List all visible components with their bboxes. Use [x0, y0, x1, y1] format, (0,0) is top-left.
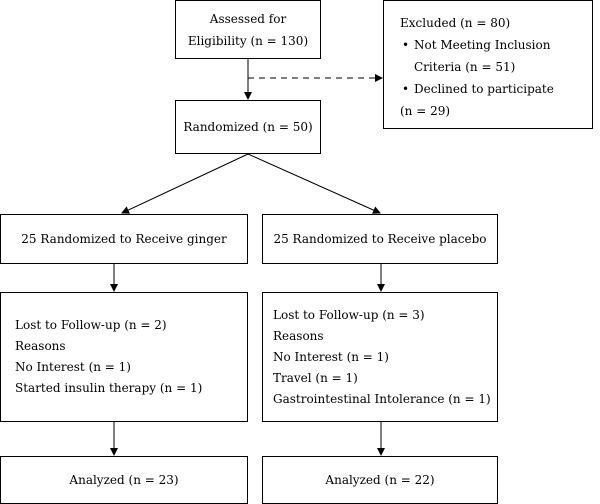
assessed-line1: Assessed for — [209, 11, 287, 26]
placebo-analyzed-label: Analyzed (n = 22) — [325, 473, 435, 487]
randomized-box: Randomized (n = 50) — [175, 100, 321, 154]
assessed-box: Assessed for Eligibility (n = 130) — [175, 0, 321, 59]
randomized-label: Randomized (n = 50) — [183, 120, 313, 134]
placebo-followup-line: Lost to Follow-up (n = 3) — [273, 307, 425, 322]
excluded-bullet-2: Declined to participate — [400, 78, 592, 100]
excluded-bullet-1: Not Meeting Inclusion — [400, 34, 592, 56]
placebo-followup-line: Travel (n = 1) — [273, 370, 358, 385]
placebo-followup-line: Reasons — [273, 328, 324, 343]
placebo-analyzed-box: Analyzed (n = 22) — [262, 456, 498, 504]
excluded-bullet-1-text-b: Criteria (n = 51) — [414, 60, 516, 74]
ginger-group-box: 25 Randomized to Receive ginger — [0, 214, 248, 264]
placebo-followup-line: No Interest (n = 1) — [273, 349, 389, 364]
assessed-line2: Eligibility (n = 130) — [187, 33, 309, 48]
ginger-followup-box: Lost to Follow-up (n = 2) Reasons No Int… — [0, 292, 248, 422]
ginger-followup-line: No Interest (n = 1) — [15, 360, 131, 374]
excluded-box: Excluded (n = 80) Not Meeting Inclusion … — [383, 0, 593, 129]
ginger-group-label: 25 Randomized to Receive ginger — [21, 232, 227, 246]
placebo-followup-box: Lost to Follow-up (n = 3) Reasons No Int… — [262, 292, 498, 422]
ginger-followup-line: Reasons — [15, 339, 66, 353]
excluded-title: Excluded (n = 80) — [400, 16, 511, 30]
ginger-followup-line: Started insulin therapy (n = 1) — [15, 381, 203, 395]
excluded-bullet-1-text-a: Not Meeting Inclusion — [414, 38, 551, 52]
excluded-bullet-2-text-a: Declined to participate — [414, 82, 554, 96]
arrow-randomized-to-placebo — [247, 153, 381, 214]
placebo-followup-line: Gastrointestinal Intolerance (n = 1) — [273, 391, 491, 406]
ginger-analyzed-box: Analyzed (n = 23) — [0, 456, 248, 504]
ginger-followup-line: Lost to Follow-up (n = 2) — [15, 318, 167, 332]
placebo-group-label: 25 Randomized to Receive placebo — [273, 232, 487, 246]
excluded-bullet-2-text-b: (n = 29) — [400, 104, 451, 118]
ginger-analyzed-label: Analyzed (n = 23) — [69, 473, 179, 487]
placebo-group-box: 25 Randomized to Receive placebo — [262, 214, 498, 264]
arrow-randomized-to-ginger — [121, 153, 249, 214]
